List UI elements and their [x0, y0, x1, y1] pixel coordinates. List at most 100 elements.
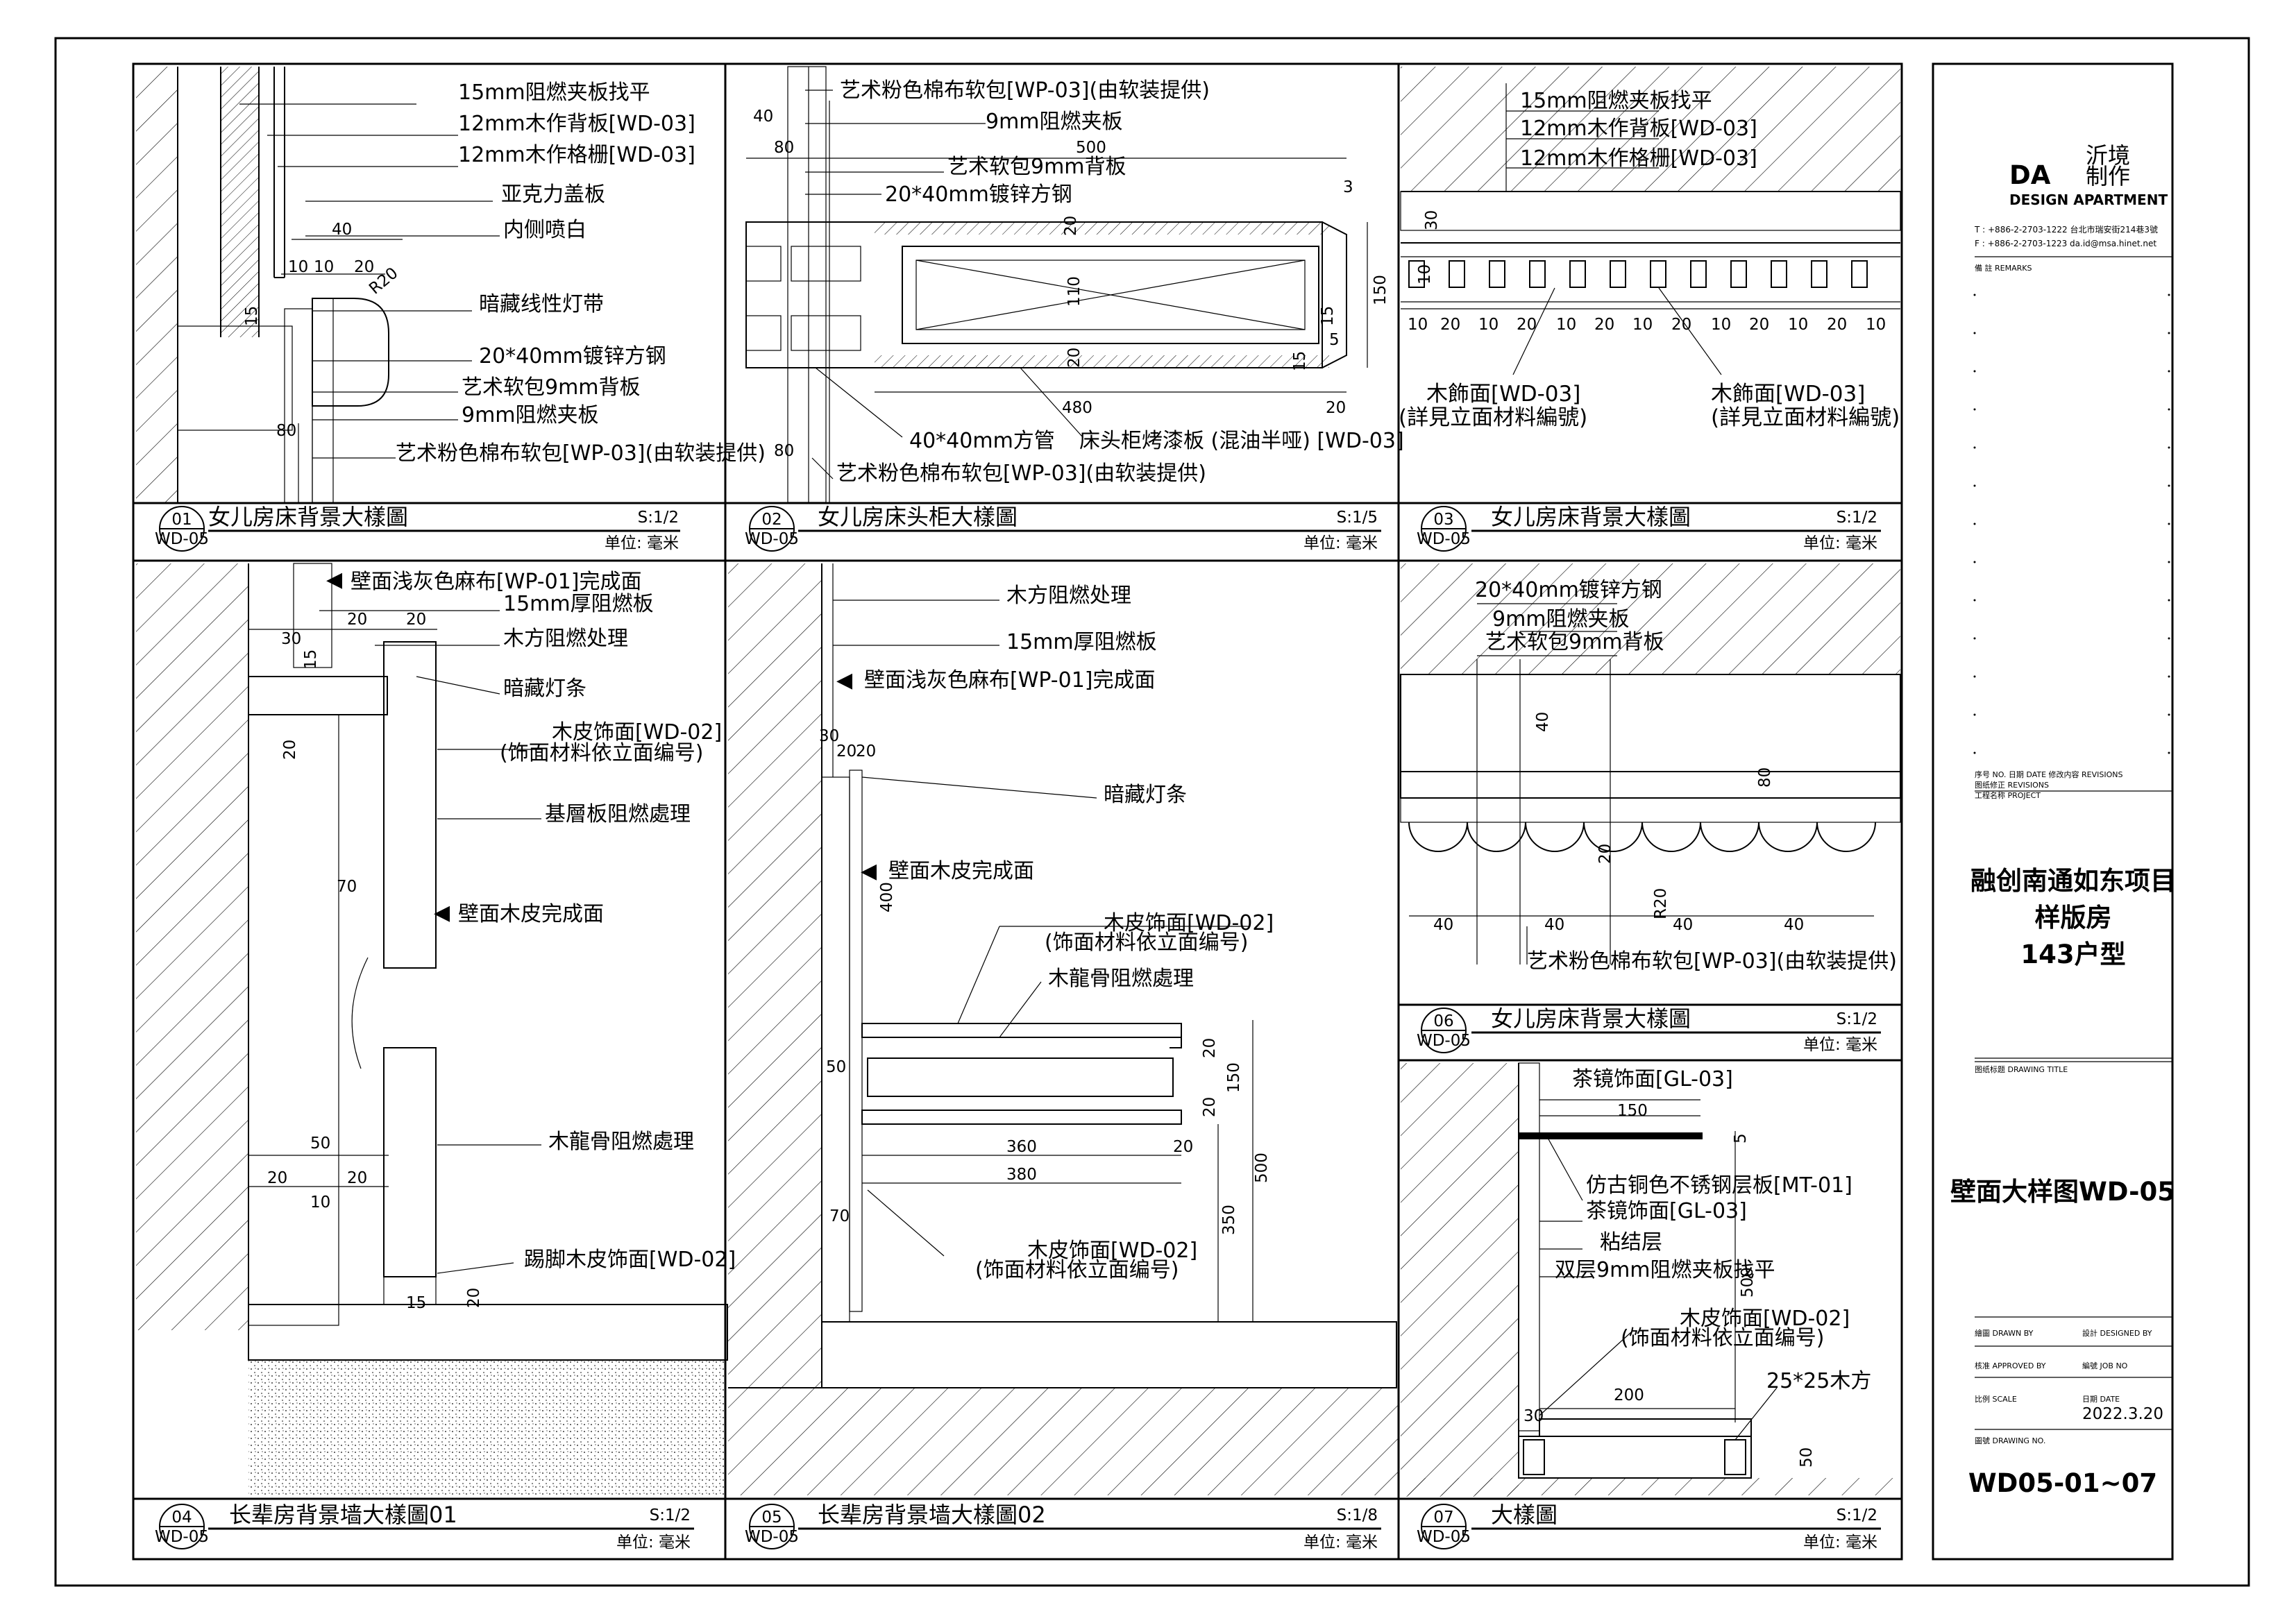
svg-text:木龍骨阻燃處理: 木龍骨阻燃處理 — [1048, 967, 1194, 991]
svg-text:WD-05: WD-05 — [1417, 1528, 1471, 1546]
drawing-number: WD05-01~07 — [1968, 1468, 2157, 1498]
svg-text:WD-05: WD-05 — [155, 1528, 209, 1546]
detail-02-drawing — [745, 66, 1347, 503]
svg-text:40*40mm方管: 40*40mm方管 — [909, 429, 1055, 453]
svg-text:15: 15 — [1319, 306, 1337, 326]
svg-text:12mm木作格栅[WD-03]: 12mm木作格栅[WD-03] — [458, 143, 695, 167]
svg-text:20: 20 — [1065, 348, 1083, 368]
svg-text:S:1/2: S:1/2 — [1837, 1506, 1877, 1524]
svg-text:艺术软包9mm背板: 艺术软包9mm背板 — [947, 155, 1126, 179]
svg-text:480: 480 — [1062, 399, 1092, 417]
detail-07-drawing — [1401, 1062, 1900, 1497]
detail-title-04: 04 WD-05 长辈房背景墙大樣圖01 S:1/2 单位: 毫米 — [133, 1497, 725, 1552]
svg-text:圖號 DRAWING NO.: 圖號 DRAWING NO. — [1975, 1436, 2045, 1445]
svg-text:380: 380 — [1006, 1166, 1037, 1184]
svg-text:20: 20 — [1671, 316, 1691, 334]
svg-text:单位: 毫米: 单位: 毫米 — [1803, 534, 1877, 552]
svg-text:40: 40 — [1673, 916, 1693, 934]
svg-text:WD-05: WD-05 — [745, 1528, 799, 1546]
svg-text:40: 40 — [332, 221, 352, 239]
detail-01-labels: 15mm阻燃夹板找平 12mm木作背板[WD-03] 12mm木作格栅[WD-0… — [239, 80, 766, 466]
svg-text:床头柜烤漆板 (混油半哑) [WD-03]: 床头柜烤漆板 (混油半哑) [WD-03] — [1079, 429, 1404, 453]
svg-text:20: 20 — [856, 742, 876, 760]
detail-title-02: 02 WD-05 女儿房床头柜大樣圖 S:1/5 单位: 毫米 — [725, 502, 1399, 552]
svg-text:20: 20 — [267, 1169, 287, 1187]
detail-05-drawing — [728, 563, 1398, 1495]
drawing-area-border — [132, 62, 1903, 1561]
svg-text:比例 SCALE: 比例 SCALE — [1975, 1394, 2017, 1404]
svg-text:木飾面[WD-03]: 木飾面[WD-03] — [1426, 382, 1580, 407]
remarks-dots — [1973, 294, 2170, 754]
svg-text:20*40mm镀锌方钢: 20*40mm镀锌方钢 — [479, 344, 666, 368]
svg-text:10: 10 — [1478, 316, 1499, 334]
svg-text:仿古铜色不锈钢层板[MT-01]: 仿古铜色不锈钢层板[MT-01] — [1586, 1173, 1852, 1198]
detail-05-labels: 木方阻燃处理 15mm厚阻燃板 ◀ 壁面浅灰色麻布[WP-01]完成面 暗藏灯条… — [819, 584, 1274, 1322]
svg-text:(饰面材料依立面编号): (饰面材料依立面编号) — [1045, 931, 1248, 955]
svg-text:15: 15 — [406, 1294, 426, 1312]
svg-text:WD-05: WD-05 — [745, 530, 799, 548]
svg-text:50: 50 — [1798, 1447, 1816, 1468]
svg-text:单位: 毫米: 单位: 毫米 — [1303, 1533, 1378, 1552]
svg-text:T : +886-2-2703-1222 台北市瑞安街21: T : +886-2-2703-1222 台北市瑞安街214巷3號 — [1974, 224, 2158, 235]
svg-text:07: 07 — [1433, 1509, 1453, 1527]
svg-text:20: 20 — [1326, 399, 1346, 417]
svg-text:10: 10 — [1408, 316, 1428, 334]
svg-text:暗藏灯条: 暗藏灯条 — [503, 677, 586, 701]
svg-text:15mm厚阻燃板: 15mm厚阻燃板 — [503, 592, 654, 616]
svg-text:WD-05: WD-05 — [1417, 530, 1471, 548]
svg-text:核准 APPROVED BY: 核准 APPROVED BY — [1975, 1361, 2046, 1370]
svg-text:WD-05: WD-05 — [1417, 1032, 1471, 1050]
svg-text:200: 200 — [1614, 1386, 1644, 1404]
detail-title-05: 05 WD-05 长辈房背景墙大樣圖02 S:1/8 单位: 毫米 — [725, 1497, 1399, 1552]
svg-text:女儿房床头柜大樣圖: 女儿房床头柜大樣圖 — [818, 504, 1018, 530]
svg-text:木皮饰面[WD-02]: 木皮饰面[WD-02] — [1027, 1239, 1197, 1263]
svg-text:20: 20 — [354, 258, 374, 276]
svg-text:25*25木方: 25*25木方 — [1766, 1369, 1871, 1393]
svg-text:02: 02 — [761, 511, 782, 529]
svg-text:暗藏线性灯带: 暗藏线性灯带 — [479, 292, 604, 316]
svg-text:粘结层: 粘结层 — [1600, 1230, 1662, 1255]
svg-text:踢脚木皮饰面[WD-02]: 踢脚木皮饰面[WD-02] — [524, 1248, 736, 1272]
svg-text:80: 80 — [774, 442, 794, 460]
svg-text:亚克力盖板: 亚克力盖板 — [501, 182, 605, 207]
svg-text:20: 20 — [1440, 316, 1460, 334]
svg-text:暗藏灯条: 暗藏灯条 — [1104, 783, 1187, 807]
svg-text:20: 20 — [1201, 1097, 1219, 1117]
svg-text:S:1/2: S:1/2 — [650, 1506, 691, 1524]
svg-text:500: 500 — [1076, 139, 1106, 157]
svg-text:06: 06 — [1433, 1012, 1453, 1030]
svg-text:单位: 毫米: 单位: 毫米 — [1803, 1533, 1877, 1552]
svg-text:女儿房床背景大樣圖: 女儿房床背景大樣圖 — [1491, 504, 1691, 530]
svg-text:繪圖 DRAWN BY: 繪圖 DRAWN BY — [1975, 1328, 2034, 1338]
svg-text:05: 05 — [761, 1509, 782, 1527]
svg-text:DESIGN APARTMENT: DESIGN APARTMENT — [2009, 192, 2168, 208]
project-sub: 样版房 — [2035, 903, 2112, 933]
svg-text:◀: ◀ — [836, 668, 852, 692]
svg-text:10: 10 — [1416, 264, 1434, 284]
svg-text:20: 20 — [1749, 316, 1769, 334]
svg-text:40: 40 — [753, 108, 773, 126]
detail-title-07: 07 WD-05 大樣圖 S:1/2 单位: 毫米 — [1399, 1497, 1902, 1552]
svg-text:壁面木皮完成面: 壁面木皮完成面 — [888, 859, 1034, 883]
svg-text:30: 30 — [1523, 1407, 1544, 1425]
svg-text:图纸标题 DRAWING TITLE: 图纸标题 DRAWING TITLE — [1975, 1064, 2068, 1074]
svg-text:70: 70 — [829, 1207, 850, 1225]
svg-text:S:1/2: S:1/2 — [1837, 509, 1877, 527]
svg-text:50: 50 — [826, 1058, 846, 1076]
svg-text:艺术粉色棉布软包[WP-03](由软装提供): 艺术粉色棉布软包[WP-03](由软装提供) — [396, 441, 766, 466]
svg-text:20: 20 — [1596, 844, 1614, 864]
svg-text:15mm阻燃夹板找平: 15mm阻燃夹板找平 — [1520, 89, 1712, 113]
svg-text:20*40mm镀锌方钢: 20*40mm镀锌方钢 — [1475, 578, 1662, 602]
svg-text:10: 10 — [288, 258, 308, 276]
svg-text:10: 10 — [1556, 316, 1576, 334]
svg-text:10: 10 — [1711, 316, 1731, 334]
drawing-title: 壁面大样图WD-05 — [1950, 1177, 2175, 1207]
svg-text:15mm厚阻燃板: 15mm厚阻燃板 — [1006, 630, 1157, 654]
svg-text:12mm木作背板[WD-03]: 12mm木作背板[WD-03] — [458, 112, 695, 136]
svg-text:(饰面材料依立面编号): (饰面材料依立面编号) — [975, 1258, 1179, 1282]
svg-text:9mm阻燃夹板: 9mm阻燃夹板 — [1492, 607, 1630, 631]
svg-text:10: 10 — [1632, 316, 1653, 334]
svg-text:20: 20 — [347, 611, 367, 629]
detail-04-labels: ◀ 壁面浅灰色麻布[WP-01]完成面 15mm厚阻燃板 木方阻燃处理 暗藏灯条… — [248, 568, 736, 1312]
